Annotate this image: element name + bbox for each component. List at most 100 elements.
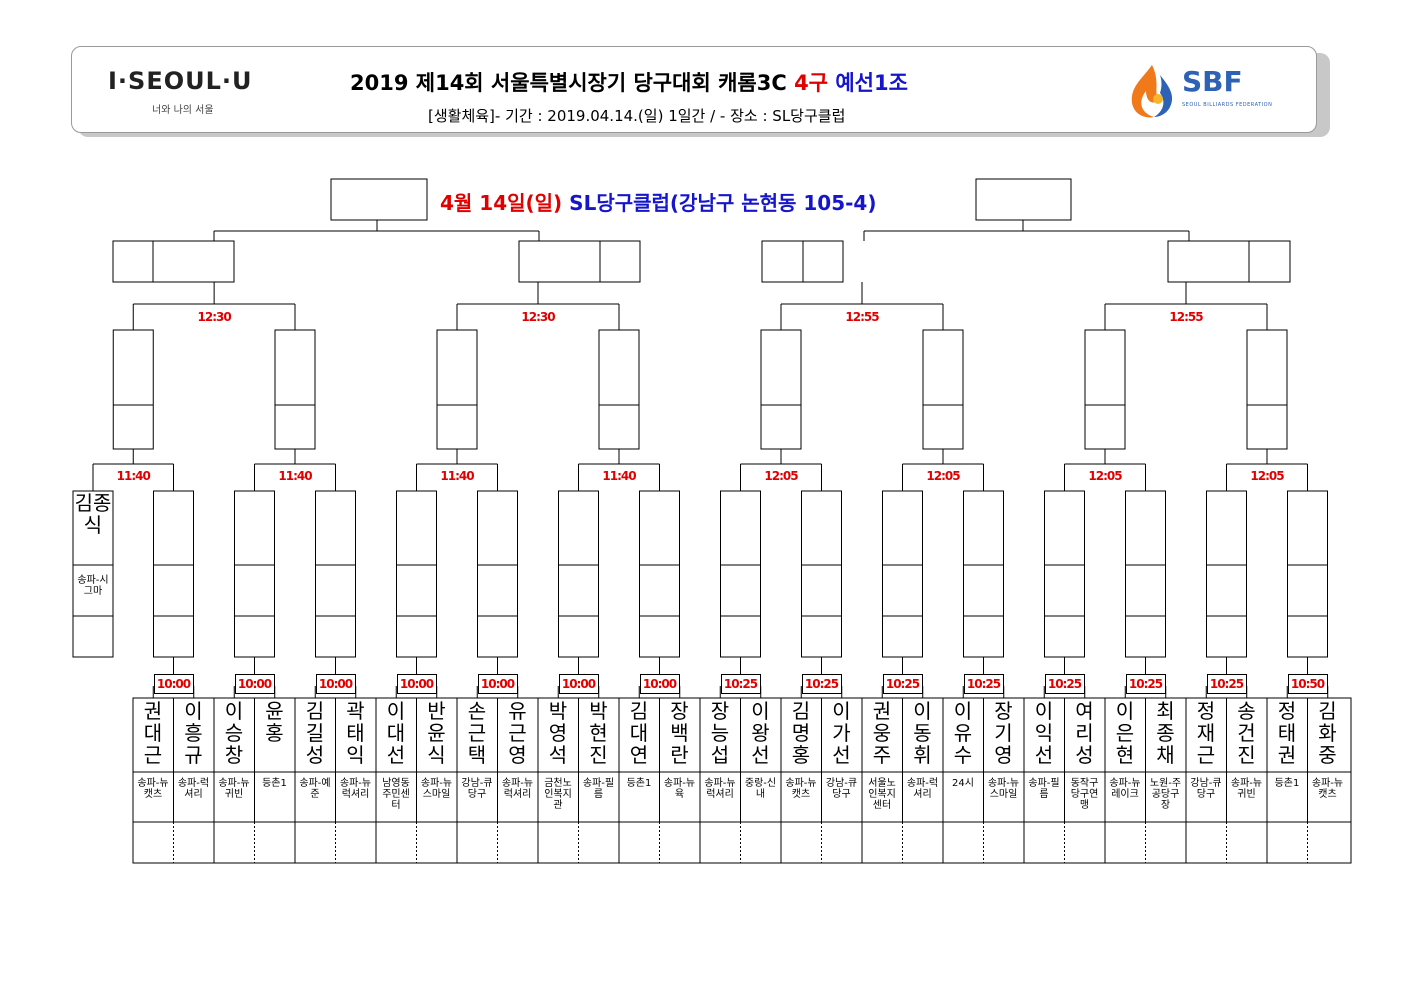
player-club: 송파-뉴캣츠 <box>785 778 817 800</box>
player-name: 정 재 근 <box>1196 699 1216 767</box>
round2-time: 11:40 <box>278 469 312 483</box>
round1-winner-box <box>963 490 1004 658</box>
round1-time: 10:25 <box>963 674 1004 694</box>
round2-winner-box <box>760 329 802 450</box>
title-group: 4구 <box>794 71 828 95</box>
player-name: 이 왕 선 <box>751 699 770 767</box>
player-club: 24시 <box>952 778 974 789</box>
player-name: 장 능 섭 <box>710 699 730 767</box>
round1-time: 10:25 <box>720 674 761 694</box>
round1-time: 10:25 <box>801 674 842 694</box>
round2-winner-box <box>274 329 316 450</box>
round1-winner-box <box>882 490 923 658</box>
round3-time: 12:55 <box>845 310 879 324</box>
round1-winner-box <box>234 490 275 658</box>
player-name: 이 유 수 <box>953 699 973 767</box>
round1-winner-box <box>396 490 437 658</box>
event-info: 4월 14일(일) SL당구클럽(강남구 논현동 105-4) <box>440 187 877 216</box>
round1-time: 10:25 <box>882 674 923 694</box>
player-club: 동작구당구연맹 <box>1070 778 1099 811</box>
player-club: 송파-뉴육 <box>663 778 696 800</box>
sbf-wordmark-sub: SEOUL BILLIARDS FEDERATION <box>1182 102 1273 108</box>
player-name: 곽 태 익 <box>346 699 365 767</box>
player-club: 중랑-신내 <box>744 778 777 800</box>
round2-winner-box <box>1246 329 1288 450</box>
iseoulu-logo: I·SEOUL·U <box>108 67 253 95</box>
round2-winner-box <box>436 329 478 450</box>
round1-winner-box <box>1044 490 1085 658</box>
player-club: 서울노인복지센터 <box>868 778 896 811</box>
player-name: 장 기 영 <box>994 699 1013 767</box>
round3-time: 12:30 <box>521 310 555 324</box>
round1-time: 10:25 <box>1125 674 1166 694</box>
player-club: 강남-큐당구 <box>461 778 493 800</box>
title-round: 예선1조 <box>835 71 908 95</box>
player-name: 이 은 현 <box>1115 699 1135 767</box>
header-panel: I·SEOUL·U 너와 나의 서울 2019 제14회 서울특별시장기 당구대… <box>71 46 1317 133</box>
player-name: 김 명 홍 <box>791 699 811 767</box>
player-name: 이 승 창 <box>224 699 244 767</box>
player-club: 등촌1 <box>262 778 287 789</box>
player-name: 최 종 채 <box>1156 699 1175 767</box>
page-title: 2019 제14회 서울특별시장기 당구대회 캐롬3C 4구 예선1조 <box>350 67 908 97</box>
player-club: 송파-예준 <box>299 778 331 800</box>
round2-time: 11:40 <box>116 469 151 483</box>
player-club: 송파-뉴럭셔리 <box>501 778 534 800</box>
round3-result-box <box>112 240 235 283</box>
player-name: 반 윤 식 <box>427 699 446 767</box>
round2-time: 12:05 <box>926 469 960 483</box>
player-name: 박 현 진 <box>589 699 608 767</box>
bye-player-club: 송파-시그마 <box>77 575 109 597</box>
player-club: 송파-필름 <box>582 778 615 800</box>
page-subtitle: [생활체육]- 기간 : 2019.04.14.(일) 1일간 / - 장소 :… <box>428 107 846 125</box>
round1-time: 10:00 <box>315 674 356 694</box>
round2-winner-box <box>922 329 964 450</box>
round1-time: 10:50 <box>1287 674 1328 694</box>
round1-time: 10:25 <box>1206 674 1247 694</box>
player-name: 박 영 석 <box>548 699 568 767</box>
player-club: 송파-뉴럭셔리 <box>339 778 372 800</box>
flame-icon <box>1131 65 1173 118</box>
round2-time: 11:40 <box>440 469 474 483</box>
player-name: 김 화 중 <box>1318 699 1337 767</box>
round1-winner-box <box>1125 490 1166 658</box>
round2-time: 12:05 <box>1250 469 1284 483</box>
round2-winner-box <box>1084 329 1126 450</box>
player-club: 금천노인복지관 <box>544 778 572 811</box>
player-name: 이 흥 규 <box>184 699 203 767</box>
player-club: 강남-큐당구 <box>825 778 858 800</box>
round3-time: 12:55 <box>1169 310 1203 324</box>
iseoulu-logo-subtitle: 너와 나의 서울 <box>152 105 214 116</box>
final-box-right <box>975 178 1072 221</box>
player-club: 남영동주민센터 <box>382 778 410 811</box>
round2-time: 11:40 <box>602 469 636 483</box>
player-club: 송파-뉴귀빈 <box>218 778 250 800</box>
bye-player-name: 김종식 <box>74 491 112 537</box>
player-name: 이 익 선 <box>1034 699 1054 767</box>
player-club: 송파-뉴스마일 <box>987 778 1020 800</box>
round3-time: 12:30 <box>197 310 232 324</box>
player-name: 이 가 선 <box>832 699 851 767</box>
round1-time: 10:00 <box>153 674 194 694</box>
player-club: 등촌1 <box>1274 778 1300 789</box>
player-name: 이 동 휘 <box>913 699 932 767</box>
player-name: 권 웅 주 <box>872 699 892 767</box>
player-club: 송파-럭셔리 <box>906 778 939 800</box>
round1-time: 10:25 <box>1044 674 1085 694</box>
round3-result-box <box>518 240 641 283</box>
player-table <box>132 697 1352 864</box>
round2-time: 12:05 <box>764 469 798 483</box>
player-club: 노원-주공당구장 <box>1149 778 1182 811</box>
round1-winner-box <box>1206 490 1247 658</box>
title-main: 2019 제14회 서울특별시장기 당구대회 캐롬3C <box>350 71 787 95</box>
player-name: 이 대 선 <box>386 699 406 767</box>
round3-result-box <box>1167 240 1291 283</box>
round1-time: 10:00 <box>477 674 518 694</box>
player-name: 권 대 근 <box>143 699 163 767</box>
player-club: 송파-럭셔리 <box>177 778 210 800</box>
player-club: 등촌1 <box>626 778 652 789</box>
player-name: 여 리 성 <box>1075 699 1094 767</box>
round1-winner-box <box>801 490 842 658</box>
player-name: 김 대 연 <box>629 699 649 767</box>
